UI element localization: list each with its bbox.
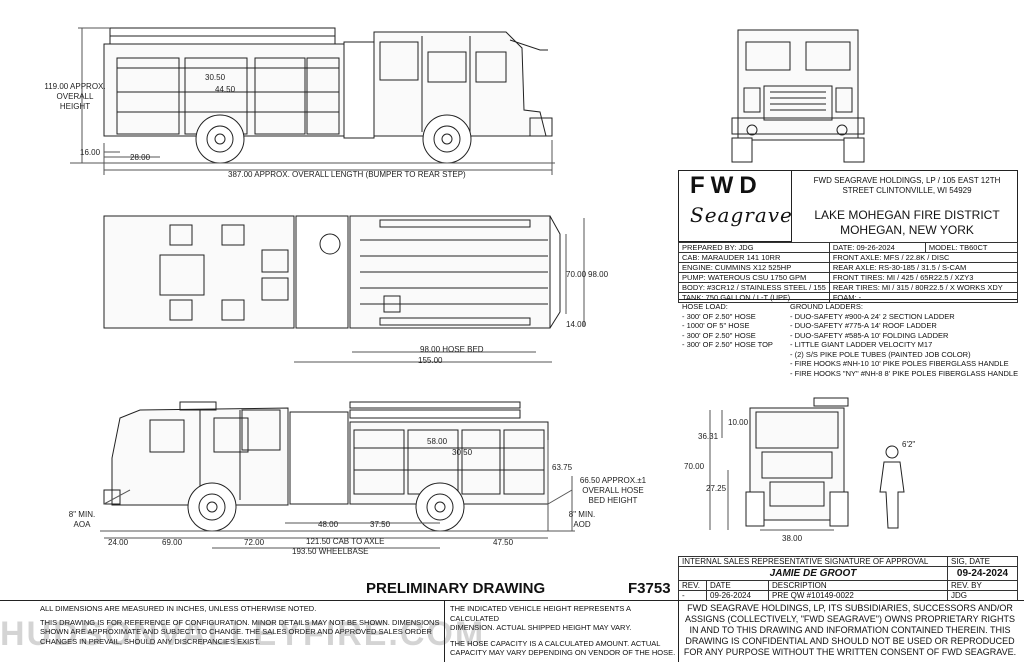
spec-row: TANK: 750 GALLON / L-T (UPF) FOAM: - xyxy=(678,292,1019,303)
rear-dim-2725: 27.25 xyxy=(706,484,727,493)
rev-header: REV. xyxy=(678,580,707,591)
rev-row: - 09-26-2024 PRE QW #10149-0022 JDG xyxy=(678,590,1018,601)
footer-divider-2 xyxy=(678,600,679,662)
hose-bed-dim: 98.00 HOSE BED xyxy=(420,345,484,354)
approval-sign-row: JAMIE DE GROOT 09-24-2024 xyxy=(678,566,1018,581)
dim-69: 69.00 xyxy=(162,538,183,547)
rev-by-header: REV. BY xyxy=(947,580,1018,591)
ground-ladders-list: GROUND LADDERS: - DUO-SAFETY #900-A 24' … xyxy=(790,302,1018,378)
dim-4750: 47.50 xyxy=(493,538,514,547)
hose-load-title: HOSE LOAD: xyxy=(682,302,728,311)
rev-header-row: REV. DATE DESCRIPTION REV. BY xyxy=(678,580,1018,591)
preliminary-label: PRELIMINARY DRAWING xyxy=(366,580,546,597)
dim-plan-14: 14.00 xyxy=(566,320,587,329)
approval-header-row: INTERNAL SALES REPRESENTATIVE SIGNATURE … xyxy=(678,556,1018,567)
note-line: THIS DRAWING IS FOR REFERENCE OF CONFIGU… xyxy=(40,617,440,627)
overall-height-dim: 119.00 APPROX. OVERALL HEIGHT xyxy=(44,82,106,111)
customer-name: LAKE MOHEGAN FIRE DISTRICT xyxy=(814,208,1000,222)
footer-divider-1 xyxy=(444,600,445,662)
rear-dim-38: 38.00 xyxy=(782,534,803,543)
hose-load-item: - 300' OF 2.50" HOSE xyxy=(682,311,756,321)
dim-24: 24.00 xyxy=(108,538,129,547)
note-line: CHANGES IN PREVAIL, SHOULD ANY DISCREPAN… xyxy=(40,636,261,646)
notes-left: ALL DIMENSIONS ARE MEASURED IN INCHES, U… xyxy=(40,604,440,646)
dim-3050-bottom: 30.50 xyxy=(452,448,473,457)
dim-3750: 37.50 xyxy=(370,520,391,529)
ladder-item: - DUO-SAFETY #900-A 24' 2 SECTION LADDER xyxy=(790,311,955,321)
approval-header: INTERNAL SALES REPRESENTATIVE SIGNATURE … xyxy=(678,556,948,567)
aod-dim: 8" MIN. AOD xyxy=(568,510,596,529)
watermark: HUDSONVALLEYFIRE.COM xyxy=(0,615,486,653)
aoa-dim: 8" MIN. AOA xyxy=(68,510,96,529)
dim-48: 48.00 xyxy=(318,520,339,529)
spec-table: PREPARED BY: JDG DATE: 09-26-2024 MODEL:… xyxy=(678,242,1019,303)
approver-name: JAMIE DE GROOT xyxy=(678,566,948,581)
dim-28: 28.00 xyxy=(130,153,151,162)
hose-load-list: HOSE LOAD: - 300' OF 2.50" HOSE - 1000' … xyxy=(682,302,773,350)
hose-load-item: - 300' OF 2.50" HOSE xyxy=(682,330,756,340)
rev-date-header: DATE xyxy=(706,580,769,591)
rear-dim-70: 70.00 xyxy=(684,462,705,471)
note-line: SHOWN ARE APPROXIMATE AND SUBJECT TO CHA… xyxy=(40,627,432,636)
company-address: FWD SEAGRAVE HOLDINGS, LP / 105 EAST 12T… xyxy=(813,176,1001,195)
dim-6375: 63.75 xyxy=(552,463,573,472)
rev-by: JDG xyxy=(947,590,1018,601)
dim-72: 72.00 xyxy=(244,538,265,547)
legal-notice: FWD SEAGRAVE HOLDINGS, LP, ITS SUBSIDIAR… xyxy=(683,603,1017,657)
note-line: DIMENSION. ACTUAL SHIPPED HEIGHT MAY VAR… xyxy=(450,623,632,632)
fwd-logo: FWD xyxy=(690,172,763,199)
hose-load-item: - 1000' OF 5" HOSE xyxy=(682,321,750,330)
footer-divider xyxy=(0,600,1024,601)
dim-plan-98: 98.00 xyxy=(588,270,609,279)
rear-dim-10: 10.00 xyxy=(728,418,749,427)
sig-date-header: SIG, DATE xyxy=(947,556,1018,567)
approval-table: INTERNAL SALES REPRESENTATIVE SIGNATURE … xyxy=(678,556,1018,601)
ladder-item: - DUO-SAFETY #775-A 14' ROOF LADDER xyxy=(790,321,937,330)
customer-location: MOHEGAN, NEW YORK xyxy=(840,223,974,237)
dim-16: 16.00 xyxy=(80,148,101,157)
ladder-item: - DUO-SAFETY #585-A 10' FOLDING LADDER xyxy=(790,330,949,340)
cab-to-axle-dim: 121.50 CAB TO AXLE xyxy=(306,537,385,546)
drawing-number: F3753 xyxy=(628,580,671,597)
rev-number: - xyxy=(678,590,707,601)
dim-4450: 44.50 xyxy=(215,85,236,94)
ladder-item: - LITTLE GIANT LADDER VELOCITY M17 xyxy=(790,340,933,349)
rev-date: 09-26-2024 xyxy=(706,590,769,601)
rev-description-header: DESCRIPTION xyxy=(768,580,948,591)
approval-date: 09-24-2024 xyxy=(947,566,1018,581)
note-line: THE HOSE CAPACITY IS A CALCULATED AMOUNT… xyxy=(450,638,661,648)
foam-spec: FOAM: - xyxy=(828,292,1019,303)
wheelbase-dim: 193.50 WHEELBASE xyxy=(292,547,369,556)
note-line: ALL DIMENSIONS ARE MEASURED IN INCHES, U… xyxy=(40,604,317,613)
person-height: 6'2" xyxy=(902,440,916,449)
ladder-item: - FIRE HOOKS #NH-10 10' PIKE POLES FIBER… xyxy=(790,359,1009,368)
ladder-item: - (2) S/S PIKE POLE TUBES (PAINTED JOB C… xyxy=(790,349,971,359)
rear-dim-3631: 36.31 xyxy=(698,432,719,441)
hose-load-item: - 300' OF 2.50" HOSE TOP xyxy=(682,340,773,349)
dim-58: 58.00 xyxy=(427,437,448,446)
ladder-item: - FIRE HOOKS "NY" #NH-8 8' PIKE POLES FI… xyxy=(790,368,1019,378)
hose-bed-height-dim: 66.50 APPROX.±1 OVERALL HOSE BED HEIGHT xyxy=(579,476,647,505)
logo-box xyxy=(678,170,792,242)
dim-3050-top: 30.50 xyxy=(205,73,226,82)
notes-mid: THE INDICATED VEHICLE HEIGHT REPRESENTS … xyxy=(450,604,680,658)
dim-155: 155.00 xyxy=(418,356,443,365)
rev-description: PRE QW #10149-0022 xyxy=(768,590,948,601)
note-line: THE INDICATED VEHICLE HEIGHT REPRESENTS … xyxy=(450,604,631,623)
ground-ladders-title: GROUND LADDERS: xyxy=(790,302,863,311)
dim-plan-70: 70.00 xyxy=(566,270,587,279)
seagrave-logo: Seagrave xyxy=(690,203,793,227)
note-line: CAPACITY MAY VARY DEPENDING ON VENDOR OF… xyxy=(450,648,676,657)
overall-length-dim: 387.00 APPROX. OVERALL LENGTH (BUMPER TO… xyxy=(228,170,466,179)
